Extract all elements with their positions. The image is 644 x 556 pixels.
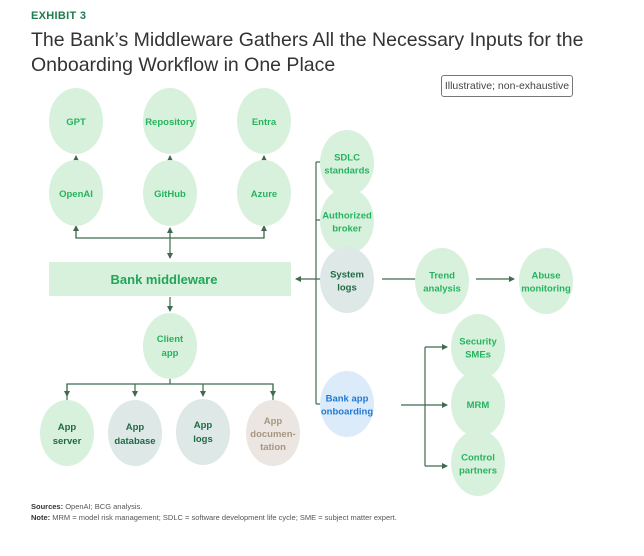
svg-text:Repository: Repository: [145, 117, 195, 128]
node-trend-analysis: Trend analysis: [415, 248, 469, 314]
bank-middleware: Bank middleware: [49, 262, 291, 296]
node-label: Bank app: [326, 394, 369, 405]
node-mrm: MRM: [451, 371, 505, 437]
svg-text:database: database: [114, 436, 155, 447]
connectors: [64, 155, 276, 400]
note-line: Note: MRM = model risk management; SDLC …: [31, 513, 397, 522]
node-bank-app-onboarding: Bank app onboarding: [320, 371, 374, 437]
node-label: logs: [337, 283, 357, 294]
svg-text:Azure: Azure: [251, 189, 277, 200]
svg-text:app: app: [162, 348, 179, 359]
page-title: The Bank’s Middleware Gathers All the Ne…: [31, 29, 584, 76]
exhibit-label: EXHIBIT 3: [31, 10, 87, 22]
node-sdlc-standards: SDLC standards: [320, 130, 374, 196]
node-label: analysis: [423, 284, 461, 295]
node-gpt: GPT: [49, 88, 103, 154]
node-github: GitHub: [143, 160, 197, 226]
node-app-documentation: App documen- tation: [246, 400, 300, 466]
node-label: SMEs: [465, 350, 491, 361]
svg-text:logs: logs: [193, 434, 213, 445]
node-label: monitoring: [521, 284, 571, 295]
node-label: Trend: [429, 271, 455, 282]
svg-text:App: App: [126, 422, 145, 433]
svg-text:GitHub: GitHub: [154, 189, 186, 200]
svg-text:App: App: [264, 416, 283, 427]
node-label: partners: [459, 466, 497, 477]
node-entra: Entra: [237, 88, 291, 154]
node-label: standards: [324, 166, 369, 177]
node-label: System: [330, 270, 364, 281]
node-client-app: Client app: [143, 313, 197, 379]
node-authorized-broker: Authorized broker: [320, 188, 374, 254]
node-label: onboarding: [321, 407, 373, 418]
svg-text:server: server: [53, 436, 82, 447]
node-label: Authorized: [322, 211, 372, 222]
illustrative-tag: Illustrative; non-exhaustive: [441, 75, 573, 97]
node-app-server: App server: [40, 400, 94, 466]
node-abuse-monitoring: Abuse monitoring: [519, 248, 573, 314]
node-label: broker: [332, 224, 362, 235]
node-openai: OpenAI: [49, 160, 103, 226]
svg-text:Bank middleware: Bank middleware: [111, 272, 218, 287]
node-label: Control: [461, 453, 495, 464]
node-label: Security: [459, 337, 497, 348]
node-repository: Repository: [143, 88, 197, 154]
svg-text:GPT: GPT: [66, 117, 86, 128]
svg-text:App: App: [58, 422, 77, 433]
svg-text:Entra: Entra: [252, 117, 277, 128]
right-connectors: [295, 159, 515, 469]
svg-text:OpenAI: OpenAI: [59, 189, 93, 200]
node-azure: Azure: [237, 160, 291, 226]
svg-text:Client: Client: [157, 334, 184, 345]
node-label: MRM: [467, 400, 490, 411]
svg-text:documen-: documen-: [250, 429, 295, 440]
svg-text:App: App: [194, 420, 213, 431]
node-control-partners: Control partners: [451, 430, 505, 496]
node-label: SDLC: [334, 153, 360, 164]
node-app-database: App database: [108, 400, 162, 466]
svg-text:tation: tation: [260, 442, 286, 453]
sources-line: Sources: OpenAI; BCG analysis.: [31, 502, 143, 511]
node-system-logs: System logs: [320, 247, 374, 313]
node-label: Abuse: [531, 271, 560, 282]
node-app-logs: App logs: [176, 399, 230, 465]
